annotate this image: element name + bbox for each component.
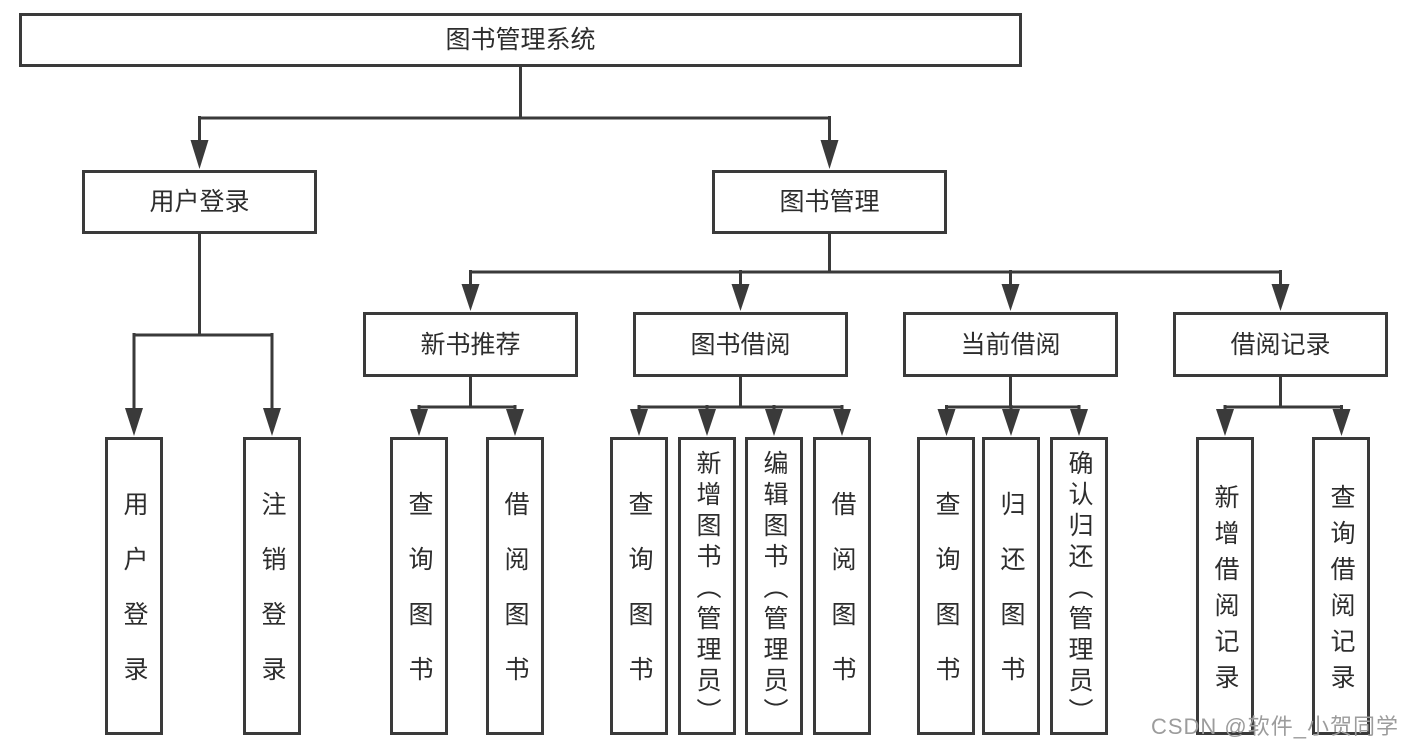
node-current-borrowing-label: 当前借阅 (960, 330, 1061, 359)
leaf-return-books: 归还图书 (982, 437, 1040, 735)
leaf-add-books-admin-label: 新增图书（管理员） (693, 449, 721, 729)
connector-current-borrow-group (937, 375, 1088, 436)
leaf-edit-books-admin-label: 编辑图书（管理员） (760, 449, 788, 729)
csdn-watermark: CSDN @软件_小贺同学 (1150, 714, 1399, 739)
node-book-borrowing-label: 图书借阅 (690, 330, 791, 359)
node-book-borrowing: 图书借阅 (633, 312, 848, 377)
leaf-query-books-2-label: 查询图书 (625, 491, 653, 711)
node-new-book-recommend-label: 新书推荐 (420, 330, 521, 359)
leaf-query-books-1: 查询图书 (390, 437, 448, 735)
leaf-user-login-label: 用户登录 (120, 491, 148, 711)
node-book-management-label: 图书管理 (779, 188, 880, 216)
leaf-return-books-label: 归还图书 (997, 491, 1025, 711)
leaf-logout-label: 注销登录 (258, 491, 286, 711)
leaf-borrow-books-2: 借阅图书 (813, 437, 871, 735)
leaf-borrow-books-2-label: 借阅图书 (828, 491, 856, 711)
connector-book-borrow-group (630, 375, 851, 436)
connector-book-mgmt-to-level3 (461, 232, 1290, 311)
leaf-borrow-books-1: 借阅图书 (486, 437, 544, 735)
node-user-login: 用户登录 (82, 170, 317, 234)
node-new-book-recommend: 新书推荐 (363, 312, 578, 377)
leaf-add-borrow-record: 新增借阅记录 (1196, 437, 1254, 735)
leaf-query-borrow-record: 查询借阅记录 (1312, 437, 1370, 735)
leaf-query-books-3: 查询图书 (917, 437, 975, 735)
leaf-logout: 注销登录 (243, 437, 301, 735)
leaf-user-login: 用户登录 (105, 437, 163, 735)
leaf-query-books-1-label: 查询图书 (405, 491, 433, 711)
node-user-login-label: 用户登录 (149, 188, 250, 216)
leaf-borrow-books-1-label: 借阅图书 (501, 491, 529, 711)
leaf-query-books-3-label: 查询图书 (932, 491, 960, 711)
connector-borrow-record-group (1216, 375, 1351, 436)
leaf-query-books-2: 查询图书 (610, 437, 668, 735)
node-root-library-system: 图书管理系统 (19, 13, 1022, 67)
node-book-management: 图书管理 (712, 170, 947, 234)
connector-root-to-level2 (190, 65, 839, 169)
connector-new-book-rec-group (410, 375, 524, 436)
leaf-add-books-admin: 新增图书（管理员） (678, 437, 736, 735)
node-root-label: 图书管理系统 (445, 26, 596, 54)
leaf-edit-books-admin: 编辑图书（管理员） (745, 437, 803, 735)
leaf-query-borrow-record-label: 查询借阅记录 (1327, 483, 1355, 700)
node-borrowing-records: 借阅记录 (1173, 312, 1388, 377)
leaf-confirm-return-admin: 确认归还（管理员） (1050, 437, 1108, 735)
leaf-confirm-return-admin-label: 确认归还（管理员） (1065, 449, 1093, 729)
node-current-borrowing: 当前借阅 (903, 312, 1118, 377)
node-borrowing-records-label: 借阅记录 (1230, 330, 1331, 359)
connector-user-login-group (125, 232, 281, 436)
leaf-add-borrow-record-label: 新增借阅记录 (1211, 483, 1239, 700)
